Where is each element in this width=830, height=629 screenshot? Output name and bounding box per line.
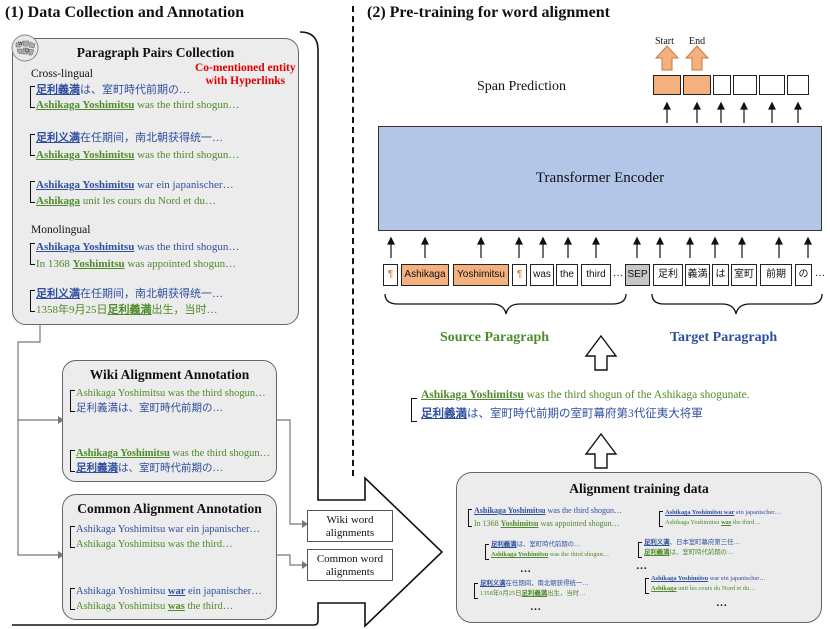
train-ex4-line1: 足利义满、日本室町幕府第三任…: [644, 539, 740, 546]
train-ex4-line2: 足利義満は、室町時代前期の…: [644, 549, 734, 556]
span-output-box: [733, 75, 757, 95]
common-before-line2: Ashikaga Yoshimitsu was the third…: [76, 539, 233, 550]
alignment-training-box: Alignment training data: [456, 472, 822, 623]
crosslingual-label: Cross-lingual: [31, 68, 93, 80]
section-title-pretraining: (2) Pre-training for word alignment: [367, 4, 610, 21]
common-after-line1: Ashikaga Yoshimitsu war ein japanischer…: [76, 586, 262, 597]
train-ex1-line1: Ashikaga Yoshimitsu was the third shogun…: [474, 506, 622, 515]
co-mention-annotation: Co-mentioned entity with Hyperlinks: [195, 62, 296, 87]
common-after-line2: Ashikaga Yoshimitsu was the third…: [76, 601, 234, 612]
pair2-line2: Ashikaga Yoshimitsu was the third shogun…: [36, 149, 240, 161]
pair4-line1: Ashikaga Yoshimitsu was the third shogun…: [36, 241, 240, 253]
train-ex5-line1: 足利义满在任期间，南北朝获得统一…: [480, 580, 589, 587]
alignment-training-title: Alignment training data: [569, 481, 709, 496]
input-source-sentence: Ashikaga Yoshimitsu was the third shogun…: [421, 389, 750, 401]
token-ja-2: 義満: [685, 264, 710, 286]
token-ja-1: 足利: [653, 264, 683, 286]
train-ex5-line2: 1358年9月25日足利義満出生，当时…: [480, 590, 586, 597]
target-brace: [651, 293, 823, 315]
token-ja-6: の: [795, 264, 812, 286]
start-label: Start: [655, 36, 674, 47]
start-arrow-icon: [654, 45, 680, 71]
pair5-line1: 足利义满在任期间，南北朝获得统一…: [36, 288, 223, 300]
token-ja-5: 前期: [760, 264, 792, 286]
svg-text:W: W: [18, 41, 24, 47]
token-ja-3: は: [712, 264, 729, 286]
token-pilcrow: ¶: [383, 264, 398, 286]
section-divider: [352, 6, 354, 476]
token-sep: SEP: [625, 264, 650, 286]
train-ellipsis-4: …: [716, 597, 727, 609]
train-ex1-line2: In 1368 Yoshimitsu was appointed shogun…: [474, 519, 620, 528]
span-output-box: [787, 75, 809, 95]
source-paragraph-label: Source Paragraph: [440, 330, 550, 345]
train-ex3-line2: Ashikaga Yoshimitsu was the third shogun…: [491, 551, 610, 558]
pair5-line2: 1358年9月25日足利義満出生，当时…: [36, 304, 218, 316]
train-ex2-line1: Ashikaga Yoshimitsu war ein japanischer…: [665, 509, 781, 516]
input-target-sentence: 足利義満は、室町時代前期の室町幕府第3代征夷大将軍: [421, 408, 703, 420]
train-ex6-line1: Ashikaga Yoshimitsu war ein japanischer…: [651, 575, 766, 582]
token-ashikaga: Ashikaga: [401, 264, 449, 286]
up-arrow-icon-upper: [584, 334, 618, 371]
common-before-line1: Ashikaga Yoshimitsu war ein japanischer…: [76, 524, 261, 535]
wiki-alignment-title: Wiki Alignment Annotation: [89, 367, 250, 382]
end-arrow-icon: [684, 45, 710, 71]
span-output-box: [713, 75, 731, 95]
target-paragraph-label: Target Paragraph: [670, 330, 778, 345]
token-was: was: [530, 264, 554, 286]
train-ex2-line2: Ashikaga Yoshimitsu was the third…: [665, 519, 761, 526]
wiki-after-line1: Ashikaga Yoshimitsu was the third shogun…: [76, 448, 271, 459]
train-ellipsis-1: …: [520, 563, 531, 575]
token-ellipsis: …: [815, 268, 825, 279]
wiki-before-line2: 足利義満は、室町時代前期の…: [76, 403, 223, 414]
pair3-line1: Ashikaga Yoshimitsu war ein japanischer…: [36, 179, 234, 191]
wiki-after-line2: 足利義満は、室町時代前期の…: [76, 463, 223, 474]
svg-text:Ω: Ω: [25, 48, 29, 54]
section-title-data-collection: (1) Data Collection and Annotation: [5, 4, 245, 21]
train-ellipsis-2: …: [636, 560, 647, 572]
wiki-word-alignments-box: Wiki word alignments: [307, 510, 393, 542]
common-alignment-title: Common Alignment Annotation: [77, 501, 262, 516]
main-flow-arrow: [12, 31, 444, 628]
token-ellipsis: …: [613, 268, 623, 279]
paragraph-pairs-box: Paragraph Pairs Collection: [12, 38, 299, 325]
transformer-encoder: Transformer Encoder: [378, 126, 822, 231]
wiki-before-line1: Ashikaga Yoshimitsu was the third shogun…: [76, 388, 266, 399]
common-word-alignments-box: Common word alignments: [307, 549, 393, 581]
wiki-alignment-box: Wiki Alignment Annotation: [62, 360, 277, 482]
token-pilcrow: ¶: [512, 264, 527, 286]
train-ellipsis-3: …: [530, 601, 541, 613]
span-output-start: [653, 75, 681, 95]
monolingual-label: Monolingual: [31, 224, 91, 236]
common-alignment-box: Common Alignment Annotation: [62, 494, 277, 620]
pair1-line1: 足利義満は、室町時代前期の…: [36, 84, 190, 96]
pair3-line2: Ashikaga unit les cours du Nord et du…: [36, 195, 216, 207]
token-the: the: [556, 264, 578, 286]
pair4-line2: In 1368 Yoshimitsu was appointed shogun…: [36, 258, 237, 270]
up-arrow-icon-lower: [584, 432, 618, 469]
end-label: End: [689, 36, 706, 47]
pair2-line1: 足利义满在任期间，南北朝获得统一…: [36, 132, 223, 144]
span-output-box: [759, 75, 785, 95]
paragraph-pairs-title: Paragraph Pairs Collection: [76, 45, 235, 60]
pair1-line2: Ashikaga Yoshimitsu was the third shogun…: [36, 99, 240, 111]
source-brace: [384, 293, 627, 315]
token-yoshimitsu: Yoshimitsu: [453, 264, 509, 286]
token-third: third: [581, 264, 611, 286]
wikipedia-globe-icon: W Ω: [10, 33, 40, 63]
train-ex6-line2: Ashikaga unit les cours du Nord et du…: [651, 585, 756, 592]
span-prediction-label: Span Prediction: [477, 79, 567, 94]
span-output-end: [683, 75, 711, 95]
token-ja-4: 室町: [731, 264, 757, 286]
train-ex3-line1: 足利義満は、室町時代前期の…: [491, 541, 581, 548]
